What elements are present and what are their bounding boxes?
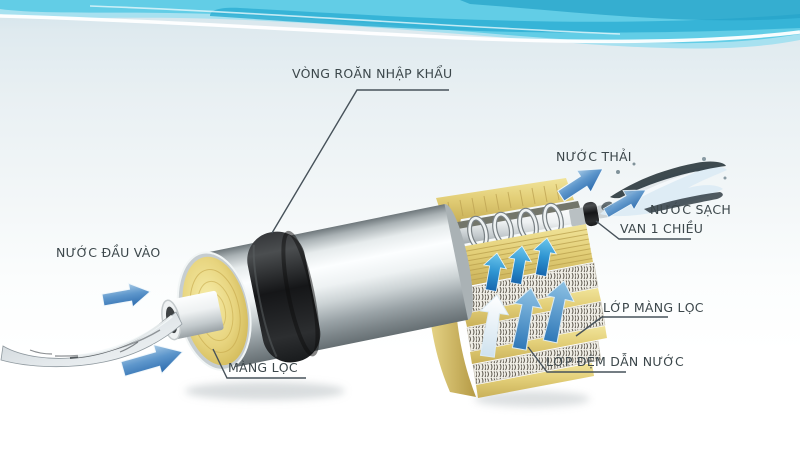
shadow-left: [185, 382, 345, 400]
shadow-right: [474, 391, 590, 407]
clean-water-splash: [600, 157, 727, 218]
check-valve: [569, 201, 609, 227]
label-imported-gasket: VÒNG ROĂN NHẬP KHẨU: [292, 66, 453, 81]
inlet-arrow-bottom: [120, 343, 184, 377]
leader-membrane: [212, 348, 306, 379]
label-inlet-water: NƯỚC ĐẦU VÀO: [56, 245, 161, 260]
wave-banner: [0, 0, 800, 49]
permeate-arrows-lower: [479, 280, 575, 358]
clean-water-arrow: [602, 189, 647, 218]
permeate-arrows-upper: [482, 237, 558, 292]
label-waste-water: NƯỚC THẢI: [556, 149, 632, 164]
label-membrane: MÀNG LỌC: [228, 360, 298, 375]
inlet-arrow-top: [101, 282, 152, 308]
gasket-ring: [247, 230, 321, 363]
leader-membrane-layer: [575, 316, 668, 337]
label-check-valve: VAN 1 CHIỀU: [620, 221, 704, 236]
label-water-cushion-layer: LỚP ĐỆM DẪN NƯỚC: [546, 354, 684, 369]
filter-cylinder: [161, 204, 473, 371]
leader-lines: [212, 89, 691, 379]
waste-water-arrow: [557, 168, 604, 202]
leader-cushion: [527, 346, 626, 373]
inlet-water-stream: [0, 311, 183, 368]
leader-gasket: [271, 89, 449, 234]
label-clean-water: NƯỚC SẠCH: [650, 202, 732, 217]
leader-valve: [595, 220, 691, 240]
label-membrane-layer: LỚP MÀNG LỌC: [603, 300, 704, 315]
